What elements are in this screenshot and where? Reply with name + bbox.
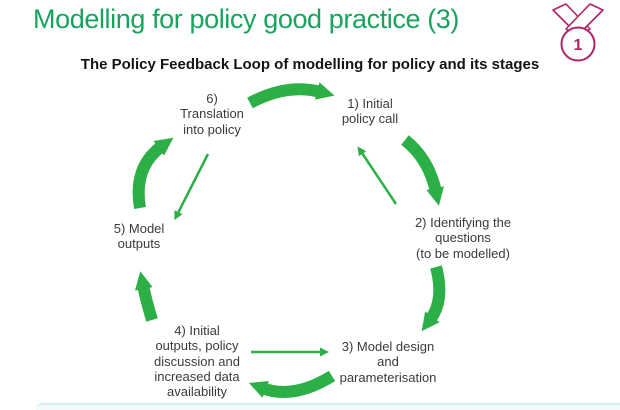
feedback-arrow-2-to-1: [357, 146, 398, 205]
slide-title: Modelling for policy good practice (3): [33, 4, 460, 34]
stage-5-model-outputs: 5) Model outputs: [113, 221, 165, 252]
stage-3-model-design: 3) Model design and parameterisation: [339, 339, 437, 385]
footer-bar: [36, 403, 620, 410]
stage-1-initial-policy-call: 1) Initial policy call: [341, 96, 399, 127]
medal-icon: 1: [552, 3, 604, 62]
medal-number: 1: [574, 37, 583, 54]
arrow-2-to-3: [421, 265, 446, 332]
stage-4-initial-outputs: 4) Initial outputs, policy discussion an…: [154, 323, 240, 400]
arrow-3-to-4: [248, 370, 336, 398]
arrow-4-to-5: [134, 271, 158, 322]
arrow-5-to-6: [132, 137, 174, 210]
diagram-subtitle: The Policy Feedback Loop of modelling fo…: [80, 56, 540, 73]
stage-6-translation-policy: 6) Translation into policy: [180, 91, 244, 137]
arrow-1-to-2: [401, 135, 444, 206]
feedback-arrow-6-to-5: [174, 153, 210, 221]
arrow-6-to-1: [247, 82, 335, 109]
stage-2-identifying-questions: 2) Identifying the questions (to be mode…: [414, 215, 512, 261]
